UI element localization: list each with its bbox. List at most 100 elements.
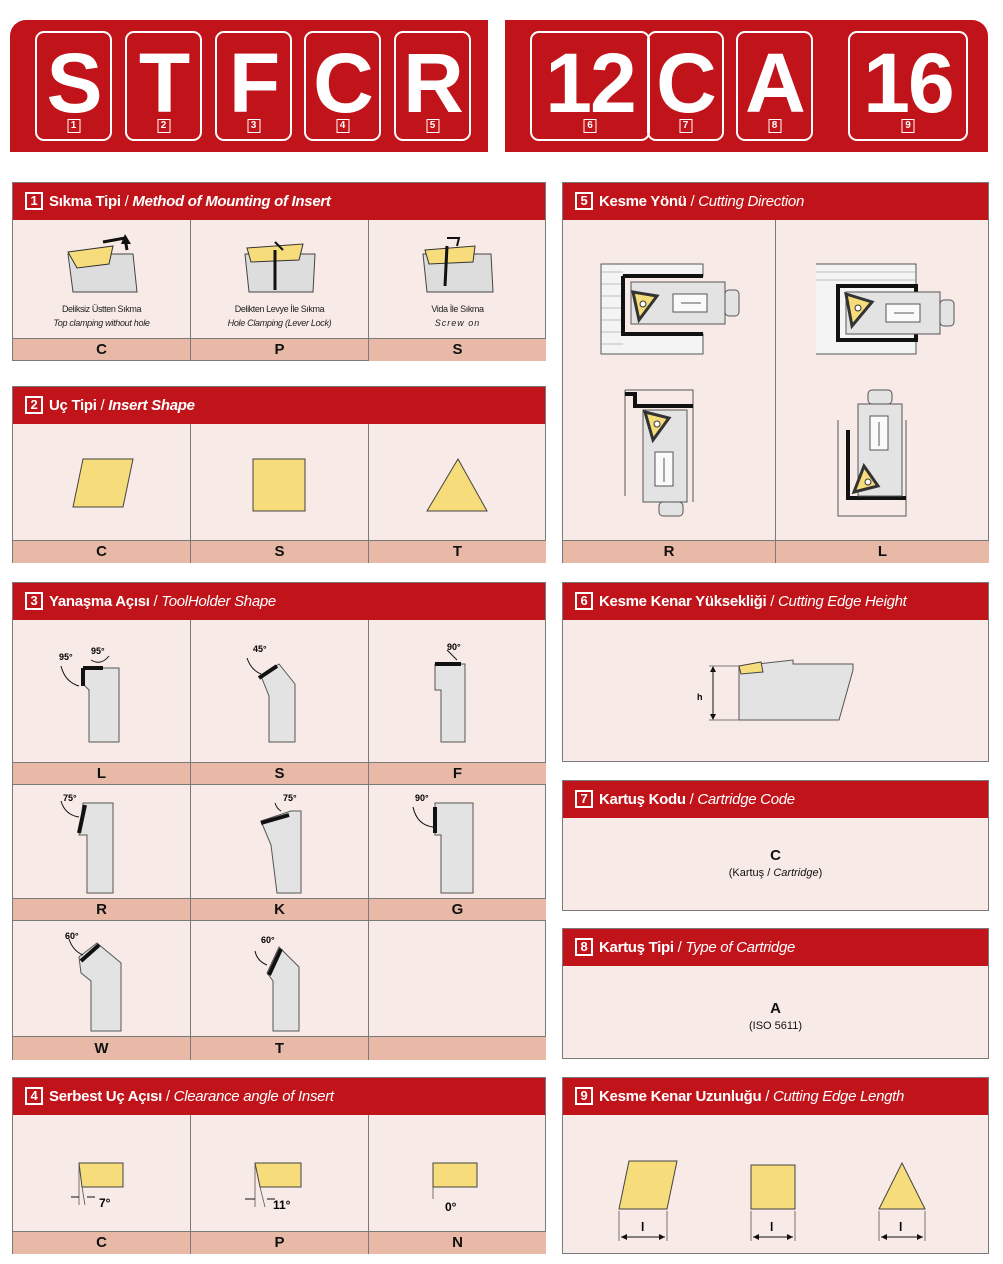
- holder-l-illustration: 95° 95°: [59, 646, 120, 743]
- holder-cell-t: 60°: [191, 921, 369, 1037]
- holder-cell-l: 95° 95°: [13, 620, 191, 763]
- code-label-c: C: [13, 1232, 191, 1254]
- holder-r-illustration: 75°: [60, 793, 114, 894]
- length-label: l: [770, 1220, 773, 1234]
- caption-tr: Delikten Levye İle Sıkma: [234, 304, 325, 314]
- code-label-l: L: [13, 763, 191, 785]
- shape-cell-c: [13, 424, 191, 541]
- triangle-length: l: [878, 1161, 926, 1241]
- holder-f-illustration: 90°: [434, 642, 466, 743]
- caption-en: Screw on: [434, 318, 481, 328]
- direction-cell-l: [776, 220, 989, 541]
- code-label-c: C: [13, 541, 191, 563]
- height-label: h: [697, 692, 703, 702]
- mount-option-c: Deliksiz Üstten Sıkma Top clamping witho…: [13, 220, 191, 339]
- edge-length-illustration: l l l: [618, 1160, 926, 1241]
- code-label-r: R: [13, 899, 191, 921]
- top-clamp-illustration: [67, 234, 138, 293]
- holder-cell-empty: [369, 921, 546, 1037]
- cartridge-type-value: A: [770, 1000, 781, 1017]
- cartridge-vertical: [624, 389, 694, 517]
- code-label-t: T: [369, 541, 546, 563]
- angle-label: 75°: [283, 793, 297, 803]
- code-label-n: N: [369, 1232, 546, 1254]
- caption-tr: Vida İle Sıkma: [431, 304, 484, 314]
- caption-en: Hole Clamping (Lever Lock): [227, 318, 332, 328]
- square-insert-icon: [252, 458, 306, 512]
- screw-on-illustration: [422, 237, 494, 293]
- angle-label: 75°: [63, 793, 77, 803]
- code-label-c: C: [13, 339, 191, 361]
- clearance-cell-c: 7°: [13, 1115, 191, 1232]
- caption-tr: Deliksiz Üstten Sıkma: [61, 304, 142, 314]
- mount-option-s: Vida İle Sıkma Screw on: [369, 220, 546, 339]
- mount-option-p: Delikten Levye İle Sıkma Hole Clamping (…: [191, 220, 369, 339]
- rhombus-insert-icon: [72, 458, 134, 508]
- angle-label: 11°: [273, 1198, 291, 1212]
- holder-cell-k: 75°: [191, 785, 369, 899]
- shape-cell-t: [369, 424, 546, 541]
- code-label-s: S: [191, 763, 369, 785]
- clearance-cell-n: 0°: [369, 1115, 546, 1232]
- code-label-k: K: [191, 899, 369, 921]
- cartridge-code-note: (Kartuş / Cartridge): [728, 867, 823, 879]
- holder-cell-f: 90°: [369, 620, 546, 763]
- code-label-p: P: [191, 1232, 369, 1254]
- left-hand-illustration: [816, 263, 955, 517]
- angle-label: 7°: [99, 1196, 111, 1210]
- cartridge-type-note: (ISO 5611): [749, 1020, 802, 1032]
- holder-cell-g: 90°: [369, 785, 546, 899]
- triangle-insert-icon: [426, 457, 488, 512]
- clearance-11-illustration: 11°: [245, 1162, 302, 1212]
- shape-cell-s: [191, 424, 369, 541]
- cartridge-horizontal: [600, 263, 740, 355]
- rhombus-length: l: [618, 1160, 678, 1241]
- clearance-0-illustration: 0°: [432, 1162, 478, 1214]
- code-label-p: P: [191, 339, 369, 361]
- angle-label: 60°: [261, 935, 275, 945]
- holder-cell-s: 45°: [191, 620, 369, 763]
- code-label-w: W: [13, 1037, 191, 1060]
- holder-w-illustration: 60°: [65, 931, 122, 1032]
- angle-label: 90°: [415, 793, 429, 803]
- angle-label: 45°: [253, 644, 267, 654]
- code-label-f: F: [369, 763, 546, 785]
- length-label: l: [899, 1220, 902, 1234]
- holder-g-illustration: 90°: [412, 793, 474, 894]
- code-label-s: S: [191, 541, 369, 563]
- cartridge-vertical: [837, 389, 907, 517]
- holder-s-illustration: 45°: [246, 644, 296, 743]
- cartridge-horizontal: [816, 263, 955, 355]
- holder-t-illustration: 60°: [254, 935, 300, 1032]
- code-label-r: R: [563, 541, 776, 563]
- clearance-7-illustration: 7°: [71, 1162, 124, 1210]
- cartridge-code-value: C: [770, 847, 781, 864]
- edge-height-illustration: h: [697, 659, 854, 721]
- angle-label: 60°: [65, 931, 79, 941]
- angle-label: 90°: [447, 642, 461, 652]
- code-label-g: G: [369, 899, 546, 921]
- code-label-t: T: [191, 1037, 369, 1060]
